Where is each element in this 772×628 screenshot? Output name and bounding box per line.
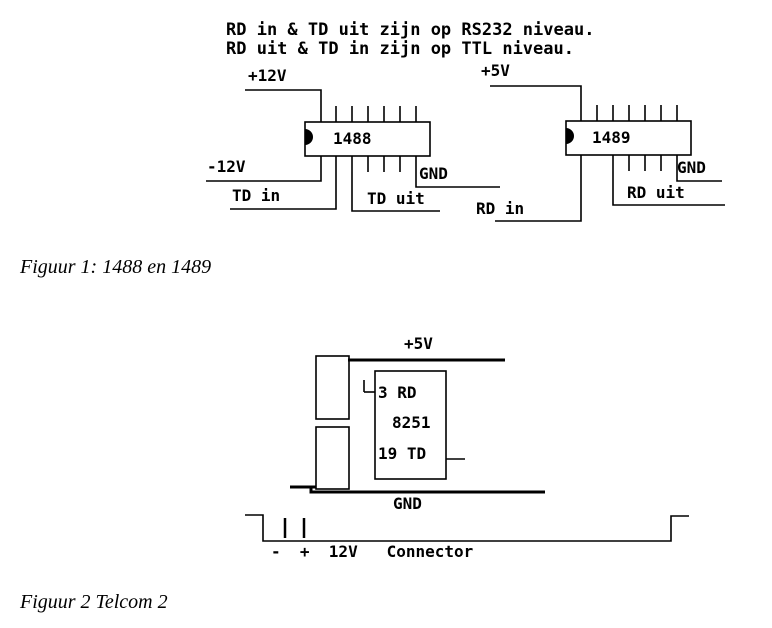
wire-1488-plus12v: [245, 89, 322, 122]
figure-2: +5V 3 RD 8251 19 TD GND - + 12V Connecto…: [19, 334, 689, 613]
label-1489-rd-in: RD in: [476, 199, 524, 218]
connector-outline: [245, 514, 689, 542]
wire-1489-rd-uit: [612, 171, 725, 206]
label-1489-rd-uit: RD uit: [627, 183, 685, 202]
chip-1488-top-pins: [335, 106, 417, 122]
label-1489-plus5v: +5V: [481, 61, 510, 80]
figure-1: RD in & TD uit zijn op RS232 niveau. RD …: [19, 20, 725, 278]
label-1488-plus12v: +12V: [248, 66, 287, 85]
pin-td-label: 19 TD: [378, 444, 426, 463]
chip-8251-label: 8251: [392, 413, 431, 432]
label-fig2-gnd: GND: [393, 494, 422, 513]
chip-1489-label: 1489: [592, 128, 631, 147]
wire-1488-td-in: [230, 156, 337, 210]
chip-1488-notch: [305, 129, 313, 145]
figure-1-caption: Figuur 1: 1488 en 1489: [19, 256, 211, 278]
chip-1488-label: 1488: [333, 129, 372, 148]
label-1488-td-uit: TD uit: [367, 189, 425, 208]
label-1489-gnd: GND: [677, 158, 706, 177]
wire-1489-gnd: [676, 155, 722, 182]
rail-gnd: [309, 487, 545, 494]
label-1488-td-in: TD in: [232, 186, 280, 205]
figure-2-caption: Figuur 2 Telcom 2: [19, 591, 168, 613]
chip-1489-top-pins: [596, 105, 678, 121]
wire-1488-td-uit: [351, 172, 440, 212]
resistor-bottom: [315, 426, 350, 490]
chip-1488: 1488 +12V -12V TD in: [206, 66, 500, 212]
resistor-top: [315, 355, 350, 420]
note-line-2: RD uit & TD in zijn op TTL niveau.: [226, 39, 574, 59]
chip-1489: 1489 +5V RD in GND: [476, 61, 725, 222]
connector-label: - + 12V Connector: [271, 542, 473, 561]
pin-rd-label: 3 RD: [378, 383, 417, 402]
chip-1489-bottom-pins: [612, 155, 662, 171]
note-line-1: RD in & TD uit zijn op RS232 niveau.: [226, 20, 594, 40]
label-1488-minus12v: -12V: [207, 157, 246, 176]
wire-1488-minus12v: [206, 156, 322, 182]
wire-1488-gnd: [415, 156, 500, 188]
label-1488-gnd: GND: [419, 164, 448, 183]
chip-1489-notch: [566, 128, 574, 144]
chip-8251-body: [374, 370, 447, 480]
wire-1489-rd-in: [495, 155, 582, 222]
chip-1488-bottom-pins: [351, 156, 401, 172]
wire-1489-plus5v: [490, 85, 582, 121]
label-fig2-plus5v: +5V: [404, 334, 433, 353]
